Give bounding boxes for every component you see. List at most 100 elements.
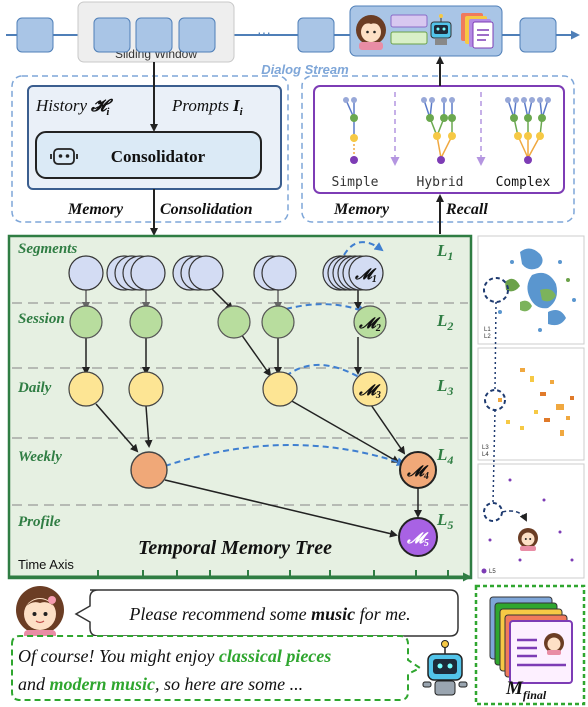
level-tag-l3: L3 (436, 376, 453, 398)
legend-l1: L1 (484, 327, 491, 333)
assistant-message-line2: and modern music, so here are some ... (18, 674, 303, 694)
time-axis-label: Time Axis (18, 557, 74, 572)
trace-path (492, 301, 497, 504)
scatter-points-l3-l4: L3 L4 (482, 368, 574, 458)
dialog-turn (297, 17, 335, 53)
sliding-window-label: Sliding Window (115, 47, 197, 61)
conversation: Please recommend some music for me. Of c… (11, 586, 468, 701)
scatter-panel-3 (477, 463, 585, 579)
memory-m5-label: 𝓜5 (406, 531, 429, 549)
recall-title-b: Recall (445, 201, 488, 218)
daily-node-m3 (352, 371, 388, 407)
assistant-speech-bubble (11, 635, 422, 701)
user-avatar-icon (16, 586, 64, 640)
dialog-stream: Sliding Window ··· Dialog Stream (6, 1, 580, 77)
user-avatar-icon (518, 528, 538, 551)
tree-title: Temporal Memory Tree (138, 537, 332, 559)
memory-m2-label: 𝓜2 (358, 316, 381, 334)
profile-nodes: 𝓜5 (398, 517, 438, 557)
user-avatar-icon (356, 15, 386, 50)
dialog-turn (178, 17, 216, 53)
chat-bubble-icon (390, 31, 428, 45)
legend-l2: L2 (484, 334, 491, 340)
session-node (261, 305, 295, 339)
profile-card (509, 620, 573, 684)
session-node (217, 305, 251, 339)
dialog-turn (16, 17, 54, 53)
dialog-turn (93, 17, 131, 53)
simple-recall-tree (343, 97, 358, 164)
daily-node (68, 371, 104, 407)
level-tag-l4: L4 (436, 445, 453, 467)
complex-recall-tree (505, 97, 551, 164)
recall-title-a: Memory (333, 201, 390, 218)
recall-mode-complex: Complex (496, 175, 551, 190)
memory-recall-panel: Simple Hybrid Complex Memory Recall (301, 56, 575, 234)
memory-m1-label: 𝓜1 (354, 267, 377, 285)
consolidation-title-a: Memory (67, 201, 124, 218)
assistant-message-line1: Of course! You might enjoy classical pie… (18, 646, 331, 666)
consolidator-box (35, 131, 262, 179)
dialog-turn (135, 17, 173, 53)
highlight-circle (483, 277, 509, 303)
segment-node (130, 255, 166, 291)
level-profile-label: Profile (18, 514, 61, 530)
time-axis (9, 570, 472, 582)
memory-m3-label: 𝓜3 (358, 383, 381, 401)
session-nodes: 𝓜2 (69, 305, 387, 339)
update-arrows (164, 241, 406, 467)
level-tag-l2: L2 (436, 311, 453, 333)
hybrid-recall-tree (421, 97, 456, 164)
daily-nodes: 𝓜3 (68, 371, 388, 407)
level-tag-l1: L1 (436, 241, 453, 263)
level-tag-l5: L5 (436, 510, 453, 532)
user-message: Please recommend some music for me. (128, 604, 410, 624)
robot-icon (50, 148, 78, 165)
tree-edges (82, 287, 422, 538)
consolidation-title-b: Consolidation (160, 201, 253, 218)
segment-node (261, 255, 297, 291)
trace-arrow (501, 510, 527, 522)
segment-nodes: 𝓜1 (68, 255, 384, 291)
profile-node-m5 (398, 517, 438, 557)
temporal-memory-tree: Segments Session Daily Weekly Profile L1… (7, 234, 473, 580)
memory-cards-icon (461, 13, 494, 49)
recall-mode-simple: Simple (332, 175, 379, 190)
weekly-nodes: 𝓜4 (130, 451, 437, 489)
legend-l4: L4 (482, 452, 489, 458)
weekly-node-m4 (399, 451, 437, 489)
chat-bubble-icon (390, 14, 428, 28)
session-node-m2 (353, 305, 387, 339)
session-node (69, 305, 103, 339)
segment-node-m1 (348, 255, 384, 291)
level-weekly-label: Weekly (18, 449, 62, 465)
recall-mode-hybrid: Hybrid (417, 175, 464, 190)
final-memory-panel: Mfinal (474, 584, 586, 706)
session-node (129, 305, 163, 339)
scatter-panel-2 (477, 347, 585, 461)
segment-node (68, 255, 104, 291)
highlight-circle (483, 502, 503, 522)
consolidator-label: Consolidator (111, 147, 206, 166)
daily-node (128, 371, 164, 407)
final-memory-label: Mfinal (505, 678, 547, 702)
robot-icon (422, 640, 468, 696)
legend-l3: L3 (482, 445, 489, 451)
robot-icon (430, 14, 452, 45)
memory-m4-label: 𝓜4 (406, 464, 429, 482)
segment-node (188, 255, 224, 291)
scatter-points-l5: L5 (481, 478, 574, 575)
user-avatar-icon (544, 633, 564, 655)
stream-ellipsis: ··· (257, 24, 271, 40)
embedding-scatter-panels: L1 L2 L3 L4 L5 (477, 235, 585, 579)
dialog-stream-label: Dialog Stream (261, 62, 349, 77)
daily-node (262, 371, 298, 407)
level-segments-label: Segments (18, 241, 77, 257)
level-daily-label: Daily (17, 380, 52, 396)
weekly-node (130, 451, 168, 489)
legend-l5: L5 (489, 569, 496, 575)
